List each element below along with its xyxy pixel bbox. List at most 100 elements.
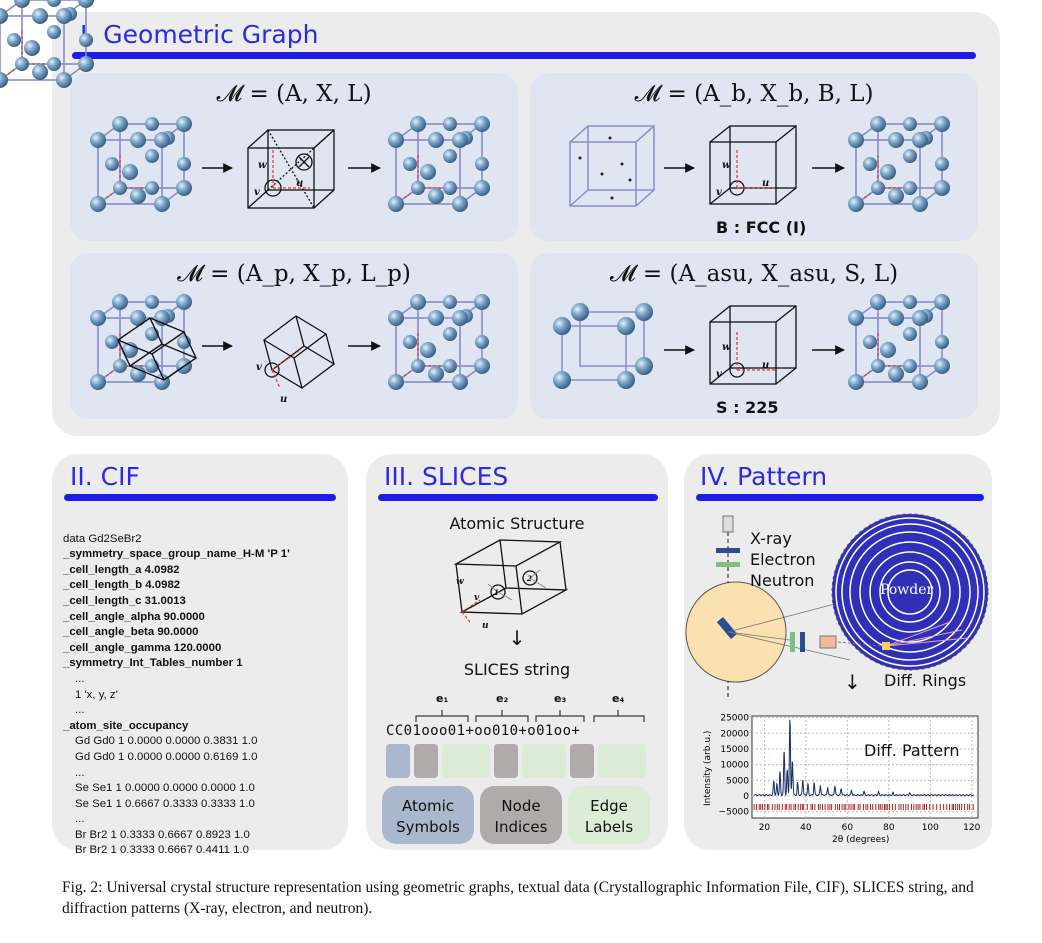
chart-xtick-label: 40 [800,823,812,833]
radiation-electron: Electron [750,550,816,569]
label-fcc: B : FCC (I) [716,218,807,237]
cif-line: _cell_length_a 4.0982 [63,563,180,576]
slices-panel [366,454,668,850]
chart-series-line [753,719,974,797]
slices-string: CC01ooo01+oo010+o01oo+ [386,723,581,739]
cif-title-bar [64,494,336,501]
slices-token-blocks [386,744,646,778]
chart-xtick-label: 100 [922,823,939,833]
cif-line: ... [75,672,85,685]
cif-line: ... [75,813,85,826]
radiation-xray: X-ray [750,529,792,548]
cif-line: Gd Gd0 1 0.0000 0.0000 0.3831 1.0 [75,735,258,748]
cif-line: ... [75,704,85,717]
svg-text:u: u [296,178,303,189]
cif-line: _cell_length_b 4.0982 [63,579,181,592]
chart-reflection-markers [753,804,974,811]
chart-ytick-label: 15000 [720,745,749,755]
svg-text:1: 1 [494,588,499,597]
cif-line: _cell_angle_alpha 90.0000 [63,610,205,623]
chart-ytick-label: 5000 [726,776,749,786]
chart-xtick-label: 120 [963,823,980,833]
edge-label-e3: e₃ [554,692,567,705]
geometric-graph-title-bar [72,52,976,59]
svg-text:w: w [258,160,267,171]
edge-label-e2: e₂ [496,692,509,705]
primitive-cell-graph [262,315,336,389]
svg-text:v: v [254,187,260,198]
diff-rings-label: Diff. Rings [884,671,967,690]
slices-down-arrow: ↓ [508,626,526,650]
chart-xtick-label: 60 [842,823,854,833]
cif-line: Se Se1 1 0.6667 0.3333 0.3333 1.0 [75,797,255,810]
bravais-lattice-cube [569,125,655,207]
cif-line: _atom_site_occupancy [63,719,189,732]
chart-ytick-label: −5000 [719,808,750,818]
svg-text:v: v [716,187,722,198]
svg-text:2: 2 [526,574,532,583]
chart-ytick-label: 10000 [720,761,749,771]
svg-text:w: w [722,342,731,353]
diff-rings-arrow: ↓ [844,670,861,694]
chart-xtick-label: 80 [883,823,895,833]
svg-text:v: v [474,593,480,603]
cif-panel [52,454,348,850]
diff-pattern-label: Diff. Pattern [864,741,960,760]
cif-line: Br Br2 1 0.3333 0.6667 0.4411 1.0 [75,844,249,857]
svg-text:v: v [256,362,262,373]
chart-xtick-label: 20 [759,823,771,833]
edge-label-e1: e₁ [436,692,449,705]
svg-text:u: u [280,394,287,405]
slices-string-label: SLICES string [463,660,571,679]
cif-line: data Gd2SeBr2 [63,532,142,545]
svg-text:v: v [716,369,722,380]
figure-caption: Fig. 2: Universal crystal structure repr… [62,877,1002,919]
chart-ytick-label: 20000 [720,729,749,739]
chart-xlabel: 2θ (degrees) [832,835,889,845]
svg-text:u: u [762,178,769,189]
cif-line: Gd Gd0 1 0.0000 0.0000 0.6169 1.0 [75,750,258,763]
pattern-title-bar [696,494,984,501]
formula-primitive: 𝓜 = (A_p, X_p, L_p) [177,261,411,287]
formula-conventional: 𝓜 = (A, X, L) [216,81,372,107]
cif-line: Se Se1 1 0.0000 0.0000 0.0000 1.0 [75,782,255,795]
svg-text:w: w [722,160,731,171]
cif-line: _cell_angle_beta 90.0000 [63,626,199,639]
cif-line: ... [75,766,85,779]
cif-line: _symmetry_Int_Tables_number 1 [63,657,243,670]
cif-line: _symmetry_space_group_name_H-M 'P 1' [63,548,290,561]
radiation-labels: X-ray Electron Neutron [750,528,816,591]
crystal-cube-icon [0,0,94,88]
cif-text: data Gd2SeBr2 _symmetry_space_group_name_… [63,516,290,875]
chart-ylabel: Intensity (arb.u.) [703,731,713,806]
legend-atomic-symbols: Atomic Symbols [382,786,474,844]
atomic-structure-label: Atomic Structure [449,514,585,533]
conventional-graph-cube [247,129,335,209]
slices-title-bar [378,494,658,501]
cif-line: _cell_length_c 31.0013 [63,594,186,607]
chart-plot-area [751,715,979,819]
formula-bravais: 𝓜 = (A_b, X_b, B, L) [634,81,874,107]
cif-title: II. CIF [70,462,140,491]
svg-text:u: u [762,360,769,371]
svg-text:w: w [456,577,464,587]
radiation-neutron: Neutron [750,571,815,590]
svg-text:u: u [482,621,489,631]
cif-line: Br Br2 1 0.3333 0.6667 0.8923 1.0 [75,828,250,841]
powder-label: Powder [880,582,934,598]
chart-ytick-label: 25000 [720,714,749,724]
chart-ticks: 20 40 60 80 100 120 25000 20000 15000 10000 5000 0 −… [719,714,981,833]
cif-line: _cell_angle_gamma 120.0000 [63,641,222,654]
pattern-title: IV. Pattern [700,462,828,491]
geometric-graph-title: I. Geometric Graph [80,20,319,49]
caption-text: Fig. 2: Universal crystal structure repr… [62,879,974,917]
edge-label-e4: e₄ [612,692,625,705]
slices-title: III. SLICES [384,462,509,491]
legend-node-indices: Node Indices [480,786,562,844]
chart-ytick-label: 0 [743,792,749,802]
formula-asu: 𝓜 = (A_asu, X_asu, S, L) [609,261,899,287]
